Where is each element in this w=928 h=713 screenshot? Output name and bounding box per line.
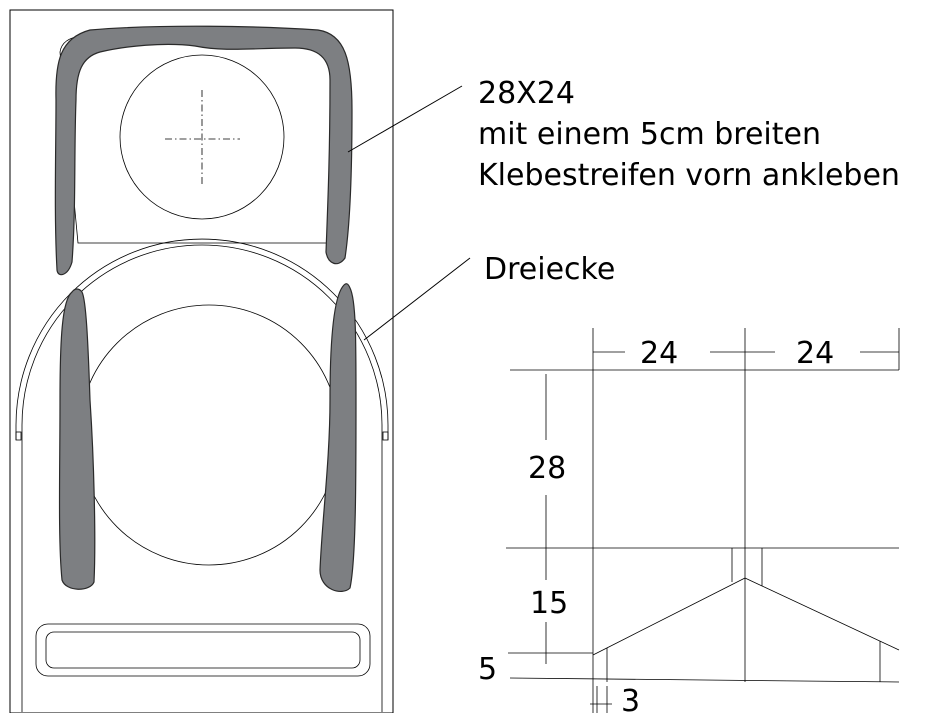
- triangle-right-slope: [744, 577, 900, 651]
- annotation-triangles: Dreiecke: [484, 252, 615, 287]
- dim-three-label: 3: [621, 684, 640, 713]
- front-view: [9, 9, 394, 713]
- dim-width-left-label: 24: [640, 336, 678, 371]
- annotation-strip-line3: Klebestreifen vorn ankleben: [478, 158, 900, 193]
- port-slot-outer: [35, 623, 371, 677]
- leader-line-triangles: [363, 257, 471, 341]
- top-circle-opening: [119, 54, 285, 220]
- top-adhesive-strip: [54, 25, 353, 276]
- arch-right-tick: [382, 431, 389, 441]
- enclosure-outline: [9, 9, 394, 713]
- cutting-plan: 24 24 28 15 5 3: [478, 328, 900, 713]
- leader-line-top-strip: [347, 85, 463, 153]
- left-adhesive-strip: [58, 288, 96, 590]
- arch-inner: [21, 244, 383, 712]
- triangle-left-slope: [592, 577, 746, 656]
- large-circle-opening: [78, 304, 340, 566]
- panel-bottom-edge: [509, 677, 900, 683]
- annotation-strip-size: 28X24: [478, 76, 575, 111]
- dim-offset-label: 5: [478, 652, 497, 687]
- arch-left-tick: [15, 431, 22, 441]
- annotation-strip-line2: mit einem 5cm breiten: [478, 117, 821, 152]
- arch-outer: [15, 238, 389, 440]
- top-panel-outline: [59, 35, 343, 244]
- dim-height-upper-label: 28: [528, 451, 566, 486]
- port-slot-inner: [45, 631, 361, 669]
- dim-width-right-label: 24: [796, 336, 834, 371]
- right-adhesive-strip: [319, 283, 357, 592]
- dim-height-lower-label: 15: [530, 586, 568, 621]
